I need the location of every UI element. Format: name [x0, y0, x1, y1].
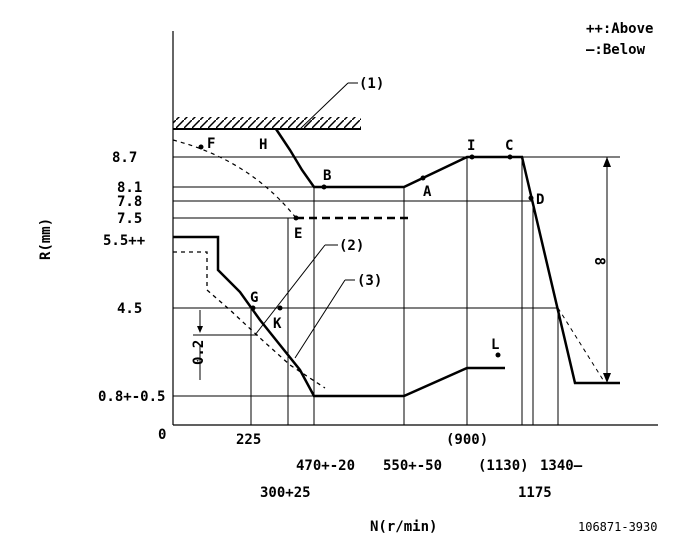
- leader-3: [294, 279, 346, 359]
- point-d-dot: [528, 195, 534, 201]
- point-c-dot: [507, 154, 513, 160]
- xtick-225: 225: [236, 432, 261, 448]
- ytick-0-8: 0.8+-0.5: [98, 389, 165, 405]
- point-i-label: I: [467, 138, 475, 154]
- point-l-label: L: [491, 337, 499, 353]
- point-a-label: A: [423, 184, 432, 200]
- xtick-1340: 1340—: [540, 458, 583, 474]
- point-g-dot: [250, 305, 256, 311]
- point-b-label: B: [323, 168, 331, 184]
- xtick-1175: 1175: [518, 485, 552, 501]
- full-load-curve: [274, 128, 620, 385]
- ytick-7-8: 7.8: [117, 194, 142, 210]
- dim-label-8: 8: [591, 257, 607, 265]
- point-d-label: D: [536, 192, 544, 208]
- callout-3: (3): [357, 273, 382, 289]
- ytick-5-5: 5.5++: [103, 233, 145, 249]
- point-e-label: E: [294, 226, 302, 242]
- arc-f-e: [172, 139, 297, 219]
- leader-1: [299, 82, 349, 130]
- callout-2: (2): [339, 238, 364, 254]
- xtick-1130: (1130): [478, 458, 529, 474]
- leader-2: [254, 244, 326, 336]
- y-axis-title: R(mm): [38, 218, 54, 260]
- legend-below: —:Below: [586, 42, 646, 58]
- idle-curve: [173, 235, 505, 398]
- point-c-label: C: [505, 138, 513, 154]
- point-k-label: K: [273, 316, 282, 332]
- point-g-label: G: [250, 290, 258, 306]
- legend-above: ++:Above: [586, 21, 653, 37]
- dim-label-0-2: 0.2: [191, 340, 207, 365]
- callout-1: (1): [359, 76, 384, 92]
- xtick-300: 300+25: [260, 485, 311, 501]
- point-k-dot: [277, 305, 283, 311]
- ytick-0: 0: [158, 427, 166, 443]
- ytick-8-1: 8.1: [117, 180, 142, 196]
- point-e-dot: [293, 215, 299, 221]
- point-l-dot: [495, 352, 501, 358]
- x-axis-title: N(r/min): [370, 519, 437, 535]
- ytick-7-5: 7.5: [117, 211, 142, 227]
- point-i-dot: [469, 154, 475, 160]
- d-dashed-line: [557, 307, 606, 384]
- idle-curve-lower: [173, 251, 326, 389]
- xtick-900: (900): [446, 432, 488, 448]
- stopper-hatch: [173, 117, 361, 129]
- xtick-550: 550+-50: [383, 458, 442, 474]
- xtick-470: 470+-20: [296, 458, 355, 474]
- point-h-label: H: [259, 137, 267, 153]
- point-f-label: F: [207, 136, 215, 152]
- point-a-dot: [420, 175, 426, 181]
- ytick-4-5: 4.5: [117, 301, 142, 317]
- ytick-8-7: 8.7: [112, 150, 137, 166]
- drawing-code: 106871-3930: [578, 520, 657, 534]
- point-b-dot: [321, 184, 327, 190]
- point-f-dot: [198, 144, 204, 150]
